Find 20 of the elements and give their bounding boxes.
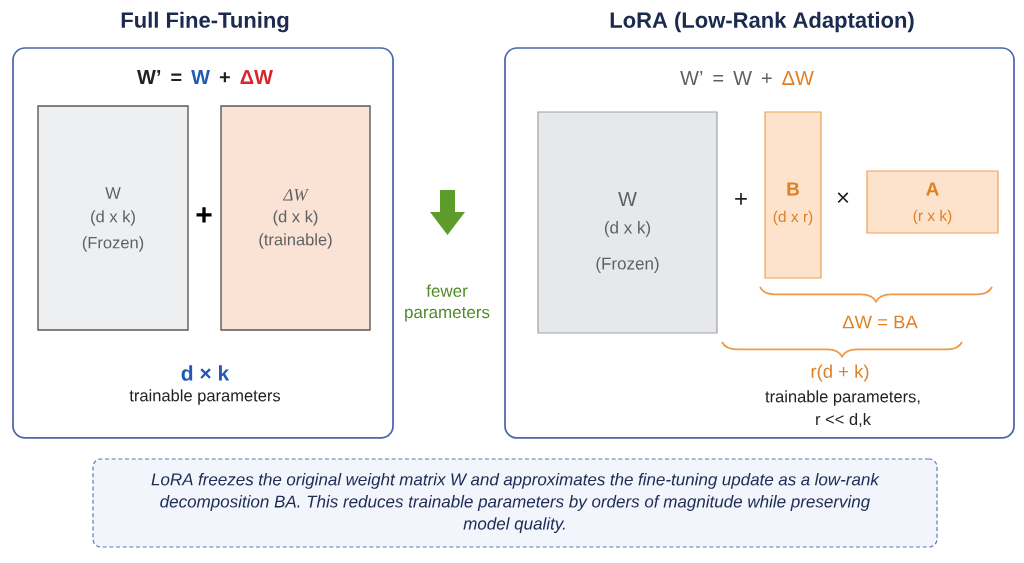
matrix-box: W (d x k) (Frozen) — [37, 105, 189, 331]
operator-sign: + — [196, 207, 212, 223]
formula: W’ = W + ΔW — [680, 71, 814, 85]
arrow-caption: fewer parameters — [405, 284, 490, 322]
formula: W’ = W + ΔW — [137, 70, 273, 84]
note-box: LoRA freezes the original weight matrix W and approximates the fine-tuning update as a low-rank decomposition BA. This reduces trainable parameters by orders of magnitude while preserving model quality. — [92, 458, 938, 548]
parameter-count: d × k — [181, 365, 230, 381]
matrix-box: B (d x r) — [764, 111, 822, 279]
operator-sign: + — [735, 193, 747, 205]
parameter-note: trainable parameters — [129, 389, 281, 405]
parameter-count: r(d + k) — [811, 364, 869, 382]
parameter-note: r << d,k — [816, 412, 871, 428]
panel-heading: LoRA (Low-Rank Adaptation) — [610, 11, 914, 33]
matrix-box: ΔW (d x k) (trainable) — [220, 105, 371, 331]
operator-sign: × — [837, 192, 849, 204]
parameter-note: trainable parameters, — [765, 390, 920, 406]
brace-label: ΔW = BA — [842, 315, 918, 329]
panel-heading: Full Fine-Tuning — [121, 11, 289, 33]
matrix-box: A (r x k) — [866, 170, 999, 234]
matrix-box: W (d x k) (Frozen) — [537, 111, 718, 334]
